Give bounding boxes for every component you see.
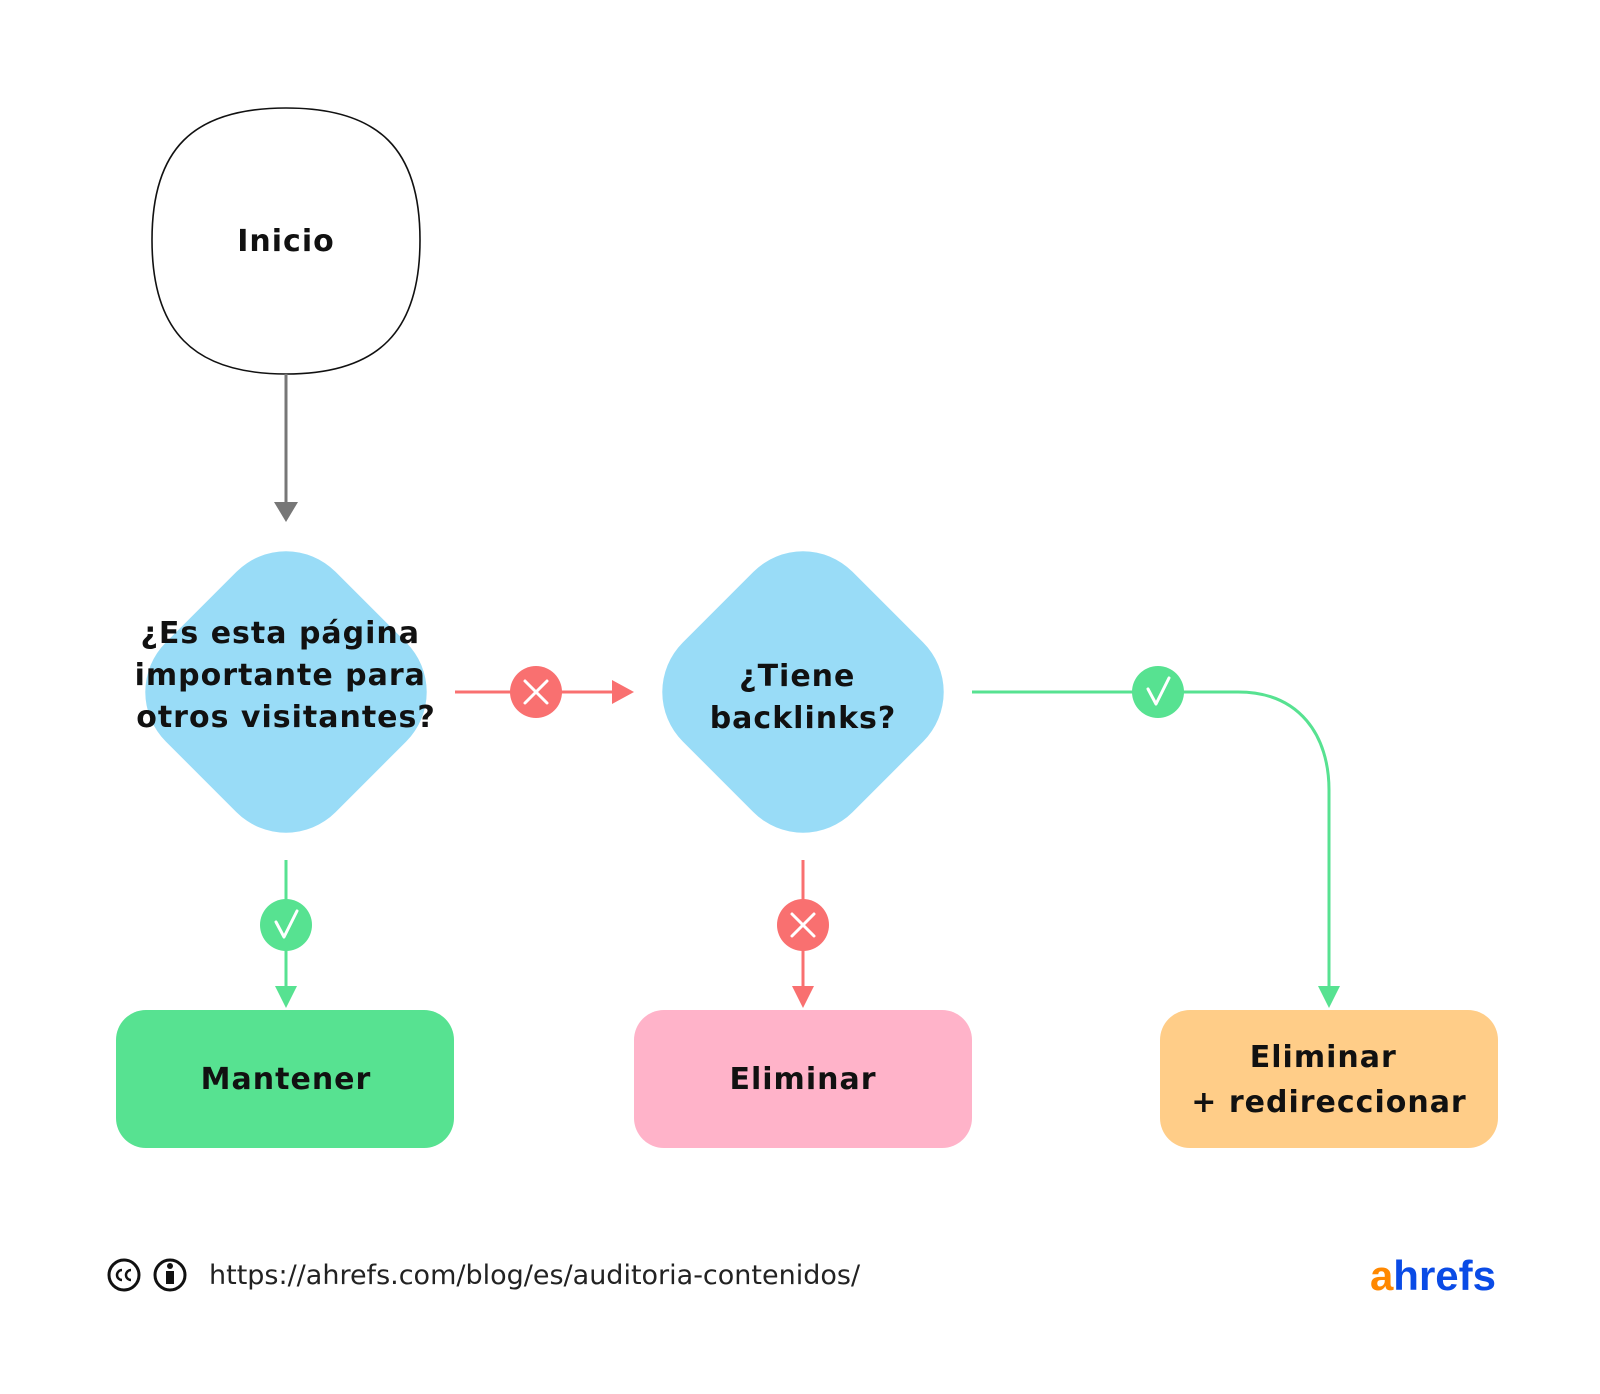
delete-redirect-label: Eliminar + redireccionar (1191, 1040, 1466, 1120)
start-node: Inicio (151, 107, 421, 375)
x-icon (790, 912, 816, 938)
footer: https://ahrefs.com/blog/es/auditoria-con… (107, 1258, 861, 1292)
arrow-question1-yes (260, 860, 312, 1008)
x-icon (523, 679, 549, 705)
arrow-question2-no (777, 860, 829, 1008)
question1-node: ¿Es esta página importante para otros vi… (135, 551, 438, 833)
delete-redirect-node: Eliminar + redireccionar (1160, 1010, 1498, 1148)
question2-node: ¿Tiene backlinks? (662, 551, 944, 833)
logo-text: ahrefs (1370, 1252, 1496, 1299)
keep-node: Mantener (116, 1010, 454, 1148)
ahrefs-logo: ahrefs (1370, 1252, 1496, 1299)
delete-node: Eliminar (634, 1010, 972, 1148)
check-icon (274, 909, 299, 939)
arrow-question2-yes (972, 666, 1340, 1008)
yes-badge (1132, 666, 1184, 718)
cc-icon (107, 1258, 141, 1292)
attribution-icon (153, 1258, 187, 1292)
check-icon (1146, 676, 1171, 706)
delete-label: Eliminar (730, 1062, 877, 1097)
question1-label: ¿Es esta página importante para otros vi… (135, 616, 438, 735)
yes-badge (260, 899, 312, 951)
source-url[interactable]: https://ahrefs.com/blog/es/auditoria-con… (209, 1260, 861, 1291)
arrow-question1-no (455, 666, 634, 718)
question2-label: ¿Tiene backlinks? (710, 659, 897, 736)
start-label: Inicio (237, 224, 334, 259)
arrow-start-to-question1 (274, 374, 298, 522)
keep-label: Mantener (201, 1062, 372, 1097)
